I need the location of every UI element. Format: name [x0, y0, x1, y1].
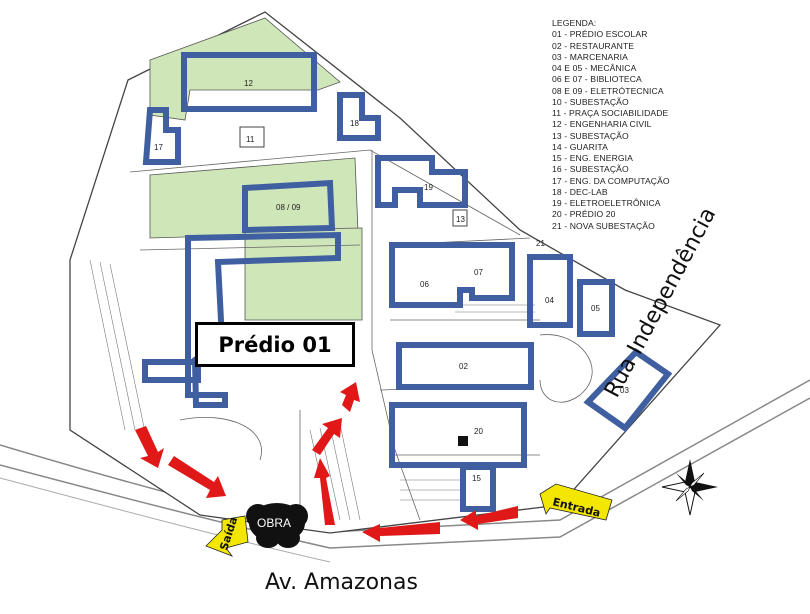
- building-17: [142, 107, 181, 165]
- stairs-icon: [458, 436, 468, 446]
- label-13: 13: [456, 215, 465, 224]
- route-arrow: [314, 458, 335, 525]
- label-12: 12: [244, 79, 253, 88]
- construction-cloud: OBRA: [246, 503, 308, 548]
- green-area-center: [244, 227, 363, 321]
- label-02: 02: [459, 362, 468, 371]
- building-13: [452, 209, 468, 227]
- legend-item: 12 - ENGENHARIA CIVIL: [552, 119, 652, 130]
- building-12: [181, 52, 317, 112]
- building-11: [239, 126, 265, 148]
- legend-item: 10 - SUBESTAÇÃO: [552, 96, 629, 107]
- map-legend: LEGENDA: 01 - PRÉDIO ESCOLAR 02 - RESTAU…: [552, 18, 670, 232]
- route-arrow: [168, 456, 226, 498]
- label-0809: 08 / 09: [276, 203, 301, 212]
- label-07: 07: [474, 268, 483, 277]
- label-17: 17: [154, 143, 163, 152]
- label-06: 06: [420, 280, 429, 289]
- legend-item: 14 - GUARITA: [552, 141, 608, 152]
- legend-item: 08 E 09 - ELETRÓTECNICA: [552, 85, 664, 96]
- building-20: [389, 402, 527, 468]
- route-arrow: [340, 382, 360, 412]
- buildings: [142, 52, 673, 512]
- building-04: [527, 254, 573, 328]
- legend-item: 06 E 07 - BIBLIOTECA: [552, 74, 642, 85]
- building-03: [583, 348, 673, 433]
- label-19: 19: [424, 183, 433, 192]
- green-area-north: [149, 17, 341, 121]
- entrance-sign: [539, 483, 613, 521]
- legend-item: 02 - RESTAURANTE: [552, 40, 635, 51]
- label-21: 21: [536, 239, 545, 248]
- legend-item: 20 - PRÉDIO 20: [552, 209, 616, 220]
- legend-item: 21 - NOVA SUBESTAÇÃO: [552, 220, 655, 231]
- building-0809: [242, 179, 336, 234]
- building-01-wing: [142, 359, 201, 383]
- label-11: 11: [246, 135, 255, 144]
- legend-item: 04 E 05 - MECÂNICA: [552, 63, 637, 73]
- label-15: 15: [472, 474, 481, 483]
- building-0607: [389, 242, 515, 308]
- label-03: 03: [620, 386, 629, 395]
- compass-rose-icon: [661, 459, 718, 516]
- label-05: 05: [591, 304, 600, 313]
- route-arrow: [362, 522, 440, 542]
- label-18: 18: [350, 119, 359, 128]
- legend-item: 16 - SUBESTAÇÃO: [552, 164, 629, 175]
- legend-item: 15 - ENG. ENERGIA: [552, 153, 633, 163]
- legend-item: 03 - MARCENARIA: [552, 51, 628, 62]
- route-arrow: [135, 426, 164, 468]
- legend-title: LEGENDA:: [552, 18, 597, 28]
- road-edge: [0, 477, 331, 563]
- legend-item: 17 - ENG. DA COMPUTAÇÃO: [552, 175, 670, 186]
- legend-item: 18 - DEC-LAB: [552, 186, 608, 197]
- highlight-building-label: Prédio 01: [195, 322, 355, 367]
- route-arrow: [312, 418, 342, 455]
- building-02: [396, 342, 534, 390]
- internal-roads: [129, 149, 593, 521]
- building-05: [577, 279, 615, 337]
- building-15: [460, 464, 496, 512]
- road-inner: [0, 397, 810, 549]
- legend-item: 13 - SUBESTAÇÃO: [552, 130, 629, 141]
- building-18: [337, 92, 381, 141]
- exit-sign: [205, 515, 249, 557]
- route-arrows: [135, 382, 518, 542]
- route-arrow: [460, 506, 518, 530]
- street-label-bottom: Av. Amazonas: [265, 570, 418, 595]
- label-04: 04: [545, 296, 554, 305]
- building-19: [375, 155, 468, 208]
- construction-label: OBRA: [257, 516, 291, 530]
- legend-item: 11 - PRAÇA SOCIABILIDADE: [552, 108, 669, 118]
- legend-item: 01 - PRÉDIO ESCOLAR: [552, 29, 648, 40]
- legend-item: 19 - ELETROELETRÔNICA: [552, 198, 661, 208]
- label-20: 20: [474, 427, 483, 436]
